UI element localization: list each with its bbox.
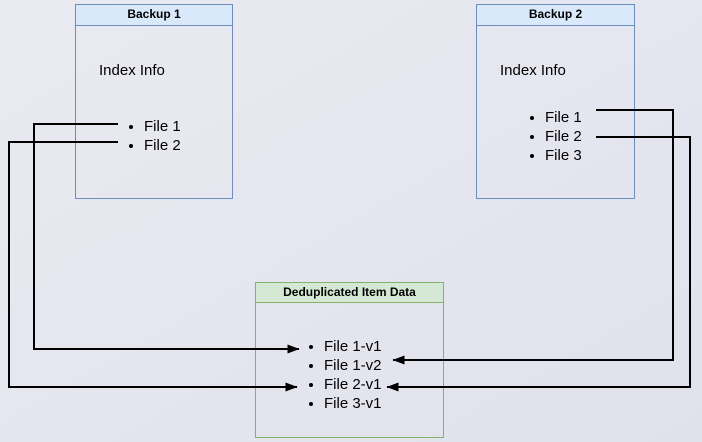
list-item: File 1-v1 <box>324 337 382 356</box>
deduplicated-item-data-box: Deduplicated Item Data File 1-v1 File 1-… <box>255 282 444 438</box>
list-item: File 2 <box>144 136 181 155</box>
backup1-box: Backup 1 Index Info File 1 File 2 <box>75 4 233 199</box>
backup1-file-list: File 1 File 2 <box>128 117 181 155</box>
list-item: File 3 <box>545 146 582 165</box>
backup2-index-info-label: Index Info <box>500 62 566 79</box>
backup2-title: Backup 2 <box>477 5 634 26</box>
list-item: File 1-v2 <box>324 356 382 375</box>
dedup-title: Deduplicated Item Data <box>256 283 443 303</box>
list-item: File 3-v1 <box>324 394 382 413</box>
backup1-index-info-label: Index Info <box>99 62 165 79</box>
dedup-file-list: File 1-v1 File 1-v2 File 2-v1 File 3-v1 <box>308 337 382 413</box>
backup1-title: Backup 1 <box>76 5 232 26</box>
list-item: File 2-v1 <box>324 375 382 394</box>
list-item: File 1 <box>545 108 582 127</box>
backup2-box: Backup 2 Index Info File 1 File 2 File 3 <box>476 4 635 199</box>
list-item: File 1 <box>144 117 181 136</box>
backup2-file-list: File 1 File 2 File 3 <box>529 108 582 165</box>
list-item: File 2 <box>545 127 582 146</box>
